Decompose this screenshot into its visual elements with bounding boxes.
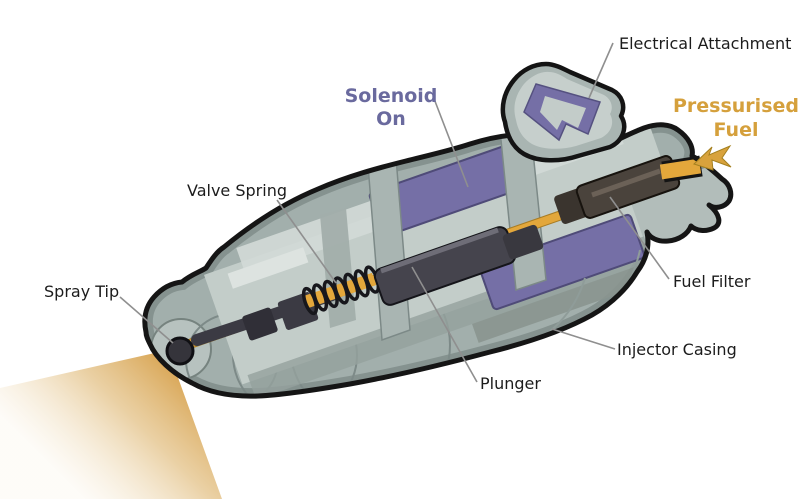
leader-valve-spring (276, 199, 337, 284)
leader-fuel-filter (609, 196, 670, 280)
leader-lines (119, 42, 670, 383)
fuel-inlet-arrow (693, 144, 732, 171)
leader-solenoid (432, 95, 469, 188)
label-plunger: Plunger (480, 374, 541, 393)
label-solenoid-on: Solenoid On (344, 85, 438, 130)
fuel-inlet-tube (659, 155, 703, 183)
valve-spring-coil (301, 265, 381, 316)
label-electrical-attachment: Electrical Attachment (619, 34, 792, 53)
leader-spray-tip (119, 296, 174, 344)
label-pressurised-fuel: Pressurised Fuel (672, 95, 799, 141)
label-fuel-filter: Fuel Filter (673, 272, 751, 291)
label-valve-spring: Valve Spring (187, 181, 287, 200)
leader-electrical-attachment (588, 42, 614, 99)
fuel-spray-cone (0, 350, 222, 499)
fuel-filter-shape (554, 155, 681, 225)
label-injector-casing: Injector Casing (617, 340, 737, 359)
spray-tip-ball (165, 336, 195, 366)
electrical-attachment-shape (500, 61, 627, 163)
leader-plunger (411, 266, 478, 383)
leader-injector-casing (551, 328, 616, 350)
injector-casing-outline (142, 122, 734, 399)
plunger-assembly (191, 224, 544, 346)
label-spray-tip: Spray Tip (44, 282, 120, 301)
